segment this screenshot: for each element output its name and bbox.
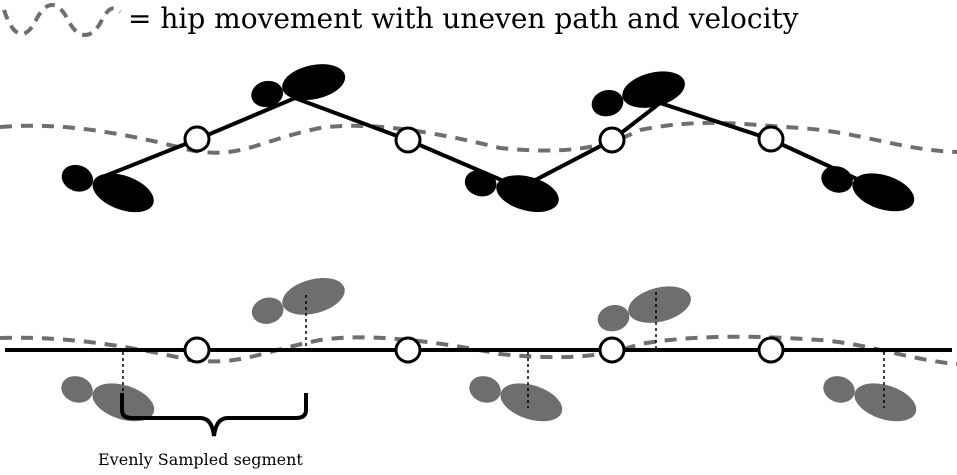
top-hip-path	[0, 120, 957, 155]
segment-brace	[120, 393, 308, 437]
top-node-3	[598, 126, 626, 154]
bottom-node-1	[183, 336, 211, 364]
top-footprint-4	[587, 65, 689, 122]
bottom-node-3	[598, 336, 626, 364]
bottom-footprint-3	[465, 366, 568, 429]
bottom-nodes	[183, 336, 785, 364]
bottom-node-4	[757, 336, 785, 364]
bottom-footprint-5	[819, 366, 922, 429]
bottom-footprint-2	[247, 271, 349, 330]
top-node-4	[757, 125, 785, 153]
top-footprint-2	[247, 58, 349, 113]
top-node-1	[183, 125, 211, 153]
legend-label: = hip movement with uneven path and velo…	[128, 2, 799, 35]
top-nodes	[183, 125, 785, 154]
segment-caption: Evenly Sampled segment	[98, 450, 303, 469]
top-node-2	[394, 126, 422, 154]
bottom-node-2	[394, 336, 422, 364]
legend-hip-line	[2, 3, 122, 37]
projection-lines	[122, 292, 885, 408]
top-footprint-1	[57, 154, 160, 220]
bottom-footprint-4	[593, 280, 695, 337]
